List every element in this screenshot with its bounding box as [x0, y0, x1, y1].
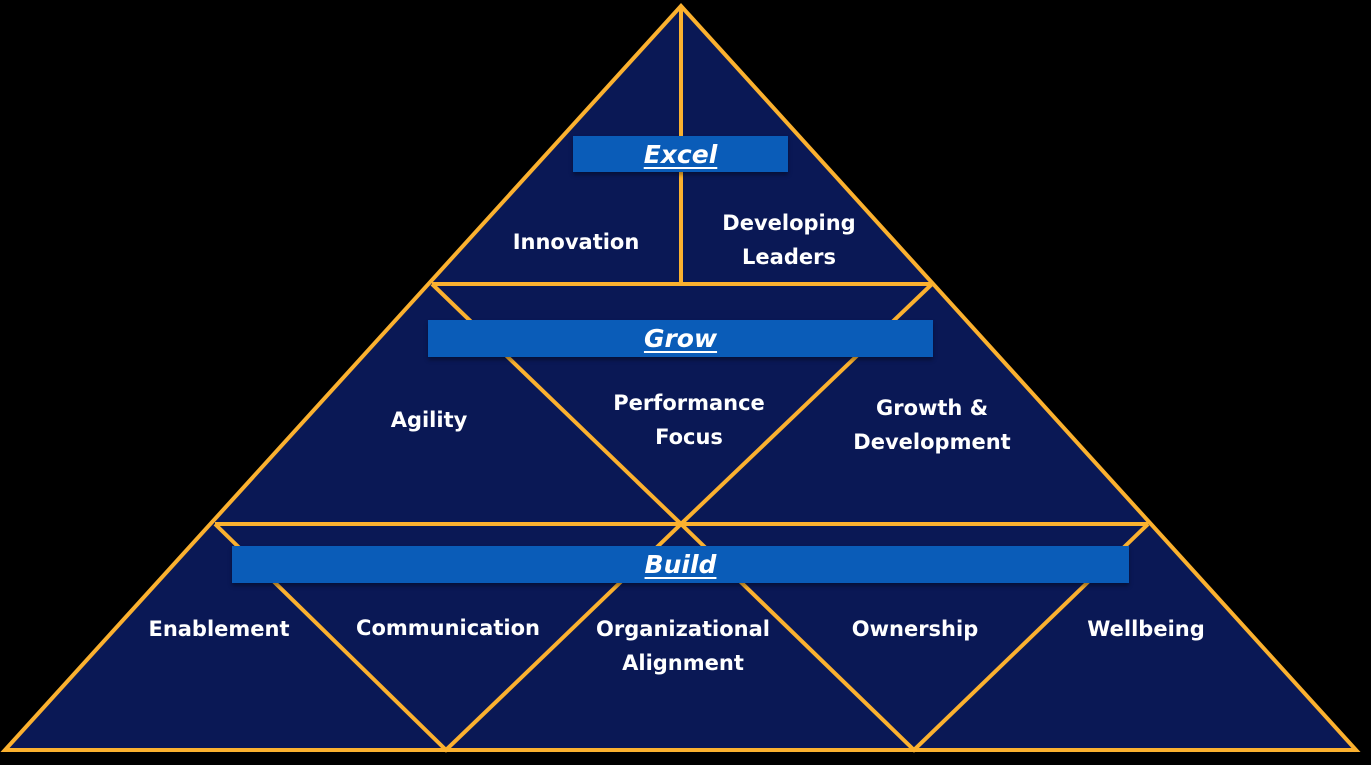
build-zigzag	[213, 521, 1150, 753]
label-communication: Communication	[356, 611, 540, 645]
label-performance-focus: Performance Focus	[613, 386, 765, 454]
tier-title-build: Build	[644, 550, 717, 579]
tier-title-grow: Grow	[643, 324, 718, 353]
label-line: Developing	[722, 211, 856, 235]
label-line: Focus	[655, 425, 723, 449]
label-developing-leaders: Developing Leaders	[722, 206, 855, 274]
label-line: Organizational	[596, 617, 770, 641]
label-line: Performance	[613, 391, 765, 415]
label-line: Development	[853, 430, 1011, 454]
label-line: Innovation	[512, 230, 640, 254]
label-line: Ownership	[851, 617, 979, 641]
label-line: Enablement	[148, 617, 290, 641]
label-wellbeing: Wellbeing	[1087, 612, 1205, 646]
label-agility: Agility	[391, 403, 468, 437]
label-ownership: Ownership	[852, 612, 978, 646]
label-line: Leaders	[742, 245, 836, 269]
label-enablement: Enablement	[148, 612, 289, 646]
label-line: Communication	[356, 616, 540, 640]
label-innovation: Innovation	[513, 225, 640, 259]
label-line: Growth &	[875, 396, 989, 420]
label-organizational-alignment: Organizational Alignment	[596, 612, 770, 680]
label-line: Alignment	[622, 651, 744, 675]
tier-title-excel: Excel	[643, 139, 718, 169]
label-line: Wellbeing	[1087, 617, 1205, 641]
label-line: Agility	[390, 408, 468, 432]
tier-band-grow: Grow	[428, 320, 933, 357]
label-growth-development: Growth & Development	[853, 391, 1010, 459]
tier-band-excel: Excel	[573, 136, 788, 172]
tier-band-build: Build	[232, 546, 1129, 583]
